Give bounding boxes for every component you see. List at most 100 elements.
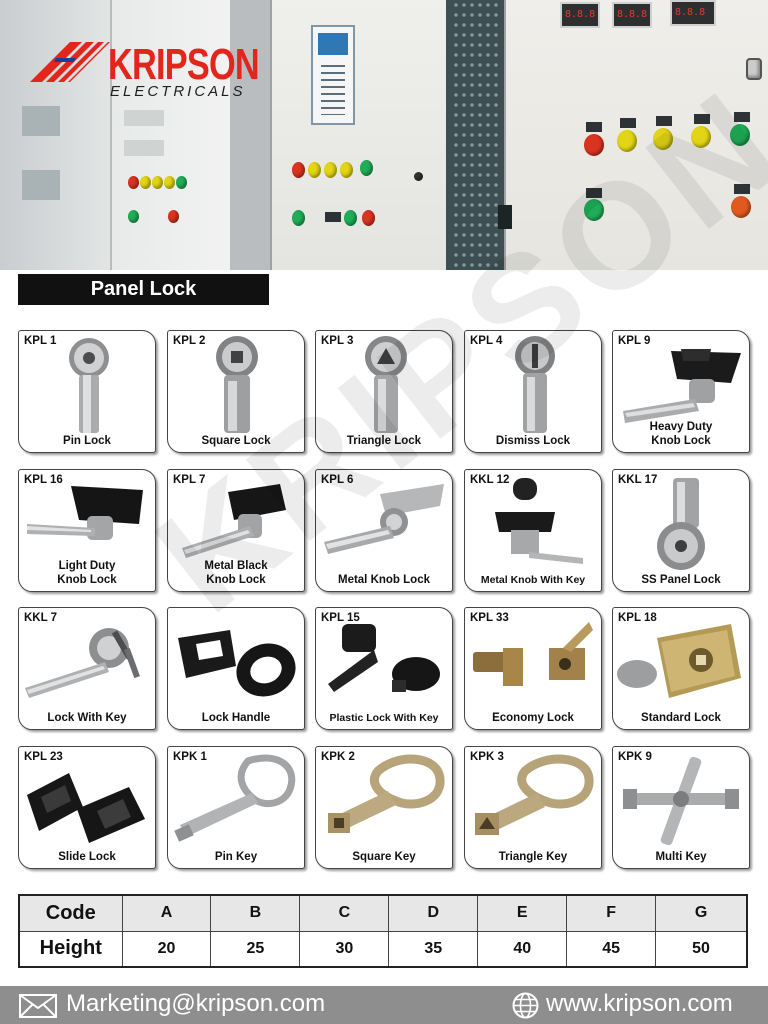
square-key-icon xyxy=(328,754,445,833)
indicator-lamp-icon xyxy=(164,176,175,189)
indicator-lamp-icon xyxy=(617,130,637,152)
product-name: Lock Handle xyxy=(201,712,271,724)
lamp-label xyxy=(694,114,710,124)
product-code: KPL 9 xyxy=(618,335,651,347)
product-card[interactable]: KPK 2 Square Key xyxy=(315,746,453,869)
globe-icon xyxy=(512,992,539,1019)
product-card[interactable]: KPL 18 Standard Lock xyxy=(612,607,750,730)
hmi-controller xyxy=(311,25,355,125)
table-row: Height 20 25 30 35 40 45 50 xyxy=(18,930,748,968)
table-cell: C xyxy=(299,894,390,932)
table-row: Code A B C D E F G xyxy=(18,894,748,932)
product-card[interactable]: KPL 4 Dismiss Lock xyxy=(464,330,602,453)
panel-cutout xyxy=(22,106,60,136)
standard-lock-icon xyxy=(617,624,741,698)
product-card[interactable]: KPK 1 Pin Key xyxy=(167,746,305,869)
perforated-rail xyxy=(452,0,498,270)
product-card[interactable]: KPK 3 Triangle Key xyxy=(464,746,602,869)
product-name: SS Panel Lock xyxy=(641,574,721,586)
product-name: Metal Knob Lock xyxy=(337,574,430,586)
table-cell: 20 xyxy=(121,930,212,968)
brand-name: KRIPSON xyxy=(108,40,260,89)
product-code: KPL 2 xyxy=(173,335,206,347)
lamp-label xyxy=(734,112,750,122)
product-card[interactable]: KPL 9 Heavy Duty Knob Lock xyxy=(612,330,750,453)
door-lock-icon xyxy=(414,172,423,181)
economy-lock-icon xyxy=(473,622,593,686)
product-name: Square Key xyxy=(352,851,416,863)
indicator-lamp-icon xyxy=(584,134,604,156)
indicator-lamp-icon xyxy=(140,176,151,189)
indicator-lamp-icon xyxy=(324,162,337,178)
hmi-keypad xyxy=(321,65,345,115)
lock-with-key-icon xyxy=(25,628,140,698)
indicator-lamp-icon xyxy=(731,196,751,218)
product-name: Triangle Key xyxy=(498,851,568,863)
table-cell: 45 xyxy=(566,930,657,968)
table-row-label: Height xyxy=(18,930,123,968)
product-card[interactable]: KPL 3 Triangle Lock xyxy=(315,330,453,453)
product-card[interactable]: KPK 9 Multi Key xyxy=(612,746,750,869)
product-code: KPL 16 xyxy=(24,474,63,486)
indicator-lamp-icon xyxy=(340,162,353,178)
product-name: Economy Lock xyxy=(492,712,574,724)
metal-knob-lock-icon xyxy=(324,484,444,554)
panel-cutout xyxy=(22,170,60,200)
indicator-lamp-icon xyxy=(584,199,604,221)
product-name: Lock With Key xyxy=(47,712,127,724)
table-cell: 25 xyxy=(210,930,301,968)
product-code: KKL 7 xyxy=(24,612,58,624)
metal-black-knob-lock-icon xyxy=(182,484,286,558)
dismiss-lock-icon xyxy=(515,336,555,433)
size-table: Code A B C D E F G Height 20 25 30 35 40… xyxy=(18,894,748,968)
plastic-lock-with-key-icon xyxy=(328,624,440,692)
indicator-lamp-icon xyxy=(176,176,187,189)
lamp-label xyxy=(586,188,602,198)
product-code: KPL 6 xyxy=(321,474,354,486)
website-link[interactable]: www.kripson.com xyxy=(546,990,733,1017)
section-title: Panel Lock xyxy=(18,274,269,305)
product-card[interactable]: KPL 16 Light Duty Knob Lock xyxy=(18,469,156,592)
product-code: KPL 33 xyxy=(470,612,509,624)
product-card[interactable]: KPL 6 Metal Knob Lock xyxy=(315,469,453,592)
product-name: Pin Lock xyxy=(63,435,111,447)
product-code: KPL 18 xyxy=(618,612,657,624)
product-name: Standard Lock xyxy=(641,712,721,724)
indicator-lamp-icon xyxy=(292,162,305,178)
indicator-lamp-icon xyxy=(362,210,375,226)
product-card[interactable]: KKL 7 Lock With Key xyxy=(18,607,156,730)
product-code: KPL 1 xyxy=(24,335,57,347)
panel-label xyxy=(124,110,164,126)
product-name: Pin Key xyxy=(214,851,258,863)
product-card[interactable]: KPL 15 Plastic Lock With Key xyxy=(315,607,453,730)
product-name: Slide Lock xyxy=(58,851,116,863)
table-cell: E xyxy=(477,894,568,932)
product-card[interactable]: KKL 17 SS Panel Lock xyxy=(612,469,750,592)
lamp-label xyxy=(620,118,636,128)
email-link[interactable]: Marketing@kripson.com xyxy=(66,990,326,1017)
product-code: KPL 23 xyxy=(24,751,63,763)
lamp-label xyxy=(656,116,672,126)
product-code: KKL 12 xyxy=(470,474,510,486)
product-code: KPL 3 xyxy=(321,335,354,347)
product-card[interactable]: KPL 33 Economy Lock xyxy=(464,607,602,730)
product-code: KPL 4 xyxy=(470,335,503,347)
lamp-label xyxy=(586,122,602,132)
product-card[interactable]: KPL 1 Pin Lock xyxy=(18,330,156,453)
product-name: Light Duty Knob Lock xyxy=(57,560,117,586)
product-card[interactable]: KPL 23 Slide Lock xyxy=(18,746,156,869)
product-card[interactable]: Lock Handle xyxy=(167,607,305,730)
digital-meter-icon xyxy=(612,2,652,28)
table-cell: 35 xyxy=(388,930,479,968)
product-card[interactable]: KPL 7 Metal Black Knob Lock xyxy=(167,469,305,592)
contact-footer: Marketing@kripson.com www.kripson.com xyxy=(0,986,768,1024)
heavy-duty-knob-lock-icon xyxy=(623,349,741,423)
product-card[interactable]: KKL 12 Metal Knob With Key xyxy=(464,469,602,592)
digital-meter-icon xyxy=(560,2,600,28)
product-code: KKL 17 xyxy=(618,474,658,486)
pin-key-icon xyxy=(174,754,296,842)
selector-switch-icon xyxy=(746,58,762,80)
product-card[interactable]: KPL 2 Square Lock xyxy=(167,330,305,453)
indicator-lamp-icon xyxy=(168,210,179,223)
product-code: KPL 7 xyxy=(173,474,206,486)
